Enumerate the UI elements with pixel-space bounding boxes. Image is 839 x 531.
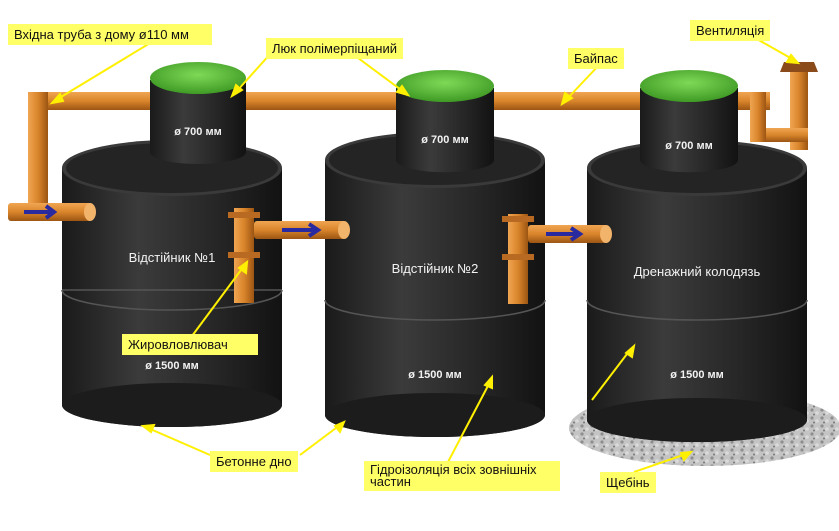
ventilation-cap (780, 62, 818, 72)
flow-arrow-1 (282, 222, 322, 238)
tank-3-name: Дренажний колодязь (633, 264, 761, 279)
tank-1-body-diameter: ø 1500 мм (145, 360, 199, 372)
bypass-label: Байпас (568, 48, 624, 69)
concrete-bottom-label: Бетонне дно (210, 451, 298, 472)
tank-1 (61, 62, 283, 427)
tank-2-name: Відстійник №2 (391, 261, 479, 276)
inlet-riser-pipe (28, 92, 48, 204)
tank-3-neck-diameter: ø 700 мм (665, 140, 713, 152)
hatch-1 (150, 62, 246, 94)
tank-1-neck-diameter: ø 700 мм (174, 126, 222, 138)
tank-3 (586, 70, 808, 442)
ventilation-label: Вентиляція (690, 20, 771, 41)
tank-2-body-diameter: ø 1500 мм (408, 369, 462, 381)
tank-1-name: Відстійник №1 (128, 250, 216, 265)
hatch-3 (640, 70, 738, 102)
hatch-2 (396, 70, 494, 102)
waterproofing-label: Гідроізоляція всіх зовнішніх частин (364, 461, 560, 491)
hatch-label: Люк полімерпіщаний (266, 38, 403, 59)
flow-arrow-inlet (24, 204, 58, 220)
gravel-label: Щебінь (600, 472, 656, 493)
grease-trap-label: Жировловлювач (122, 334, 258, 355)
tank-2 (324, 70, 546, 437)
tank-3-body-diameter: ø 1500 мм (670, 369, 724, 381)
tank-2-neck-diameter: ø 700 мм (421, 134, 469, 146)
inlet-pipe-label: Вхідна труба з дому ø110 мм (8, 24, 212, 45)
flow-arrow-2 (546, 226, 584, 242)
